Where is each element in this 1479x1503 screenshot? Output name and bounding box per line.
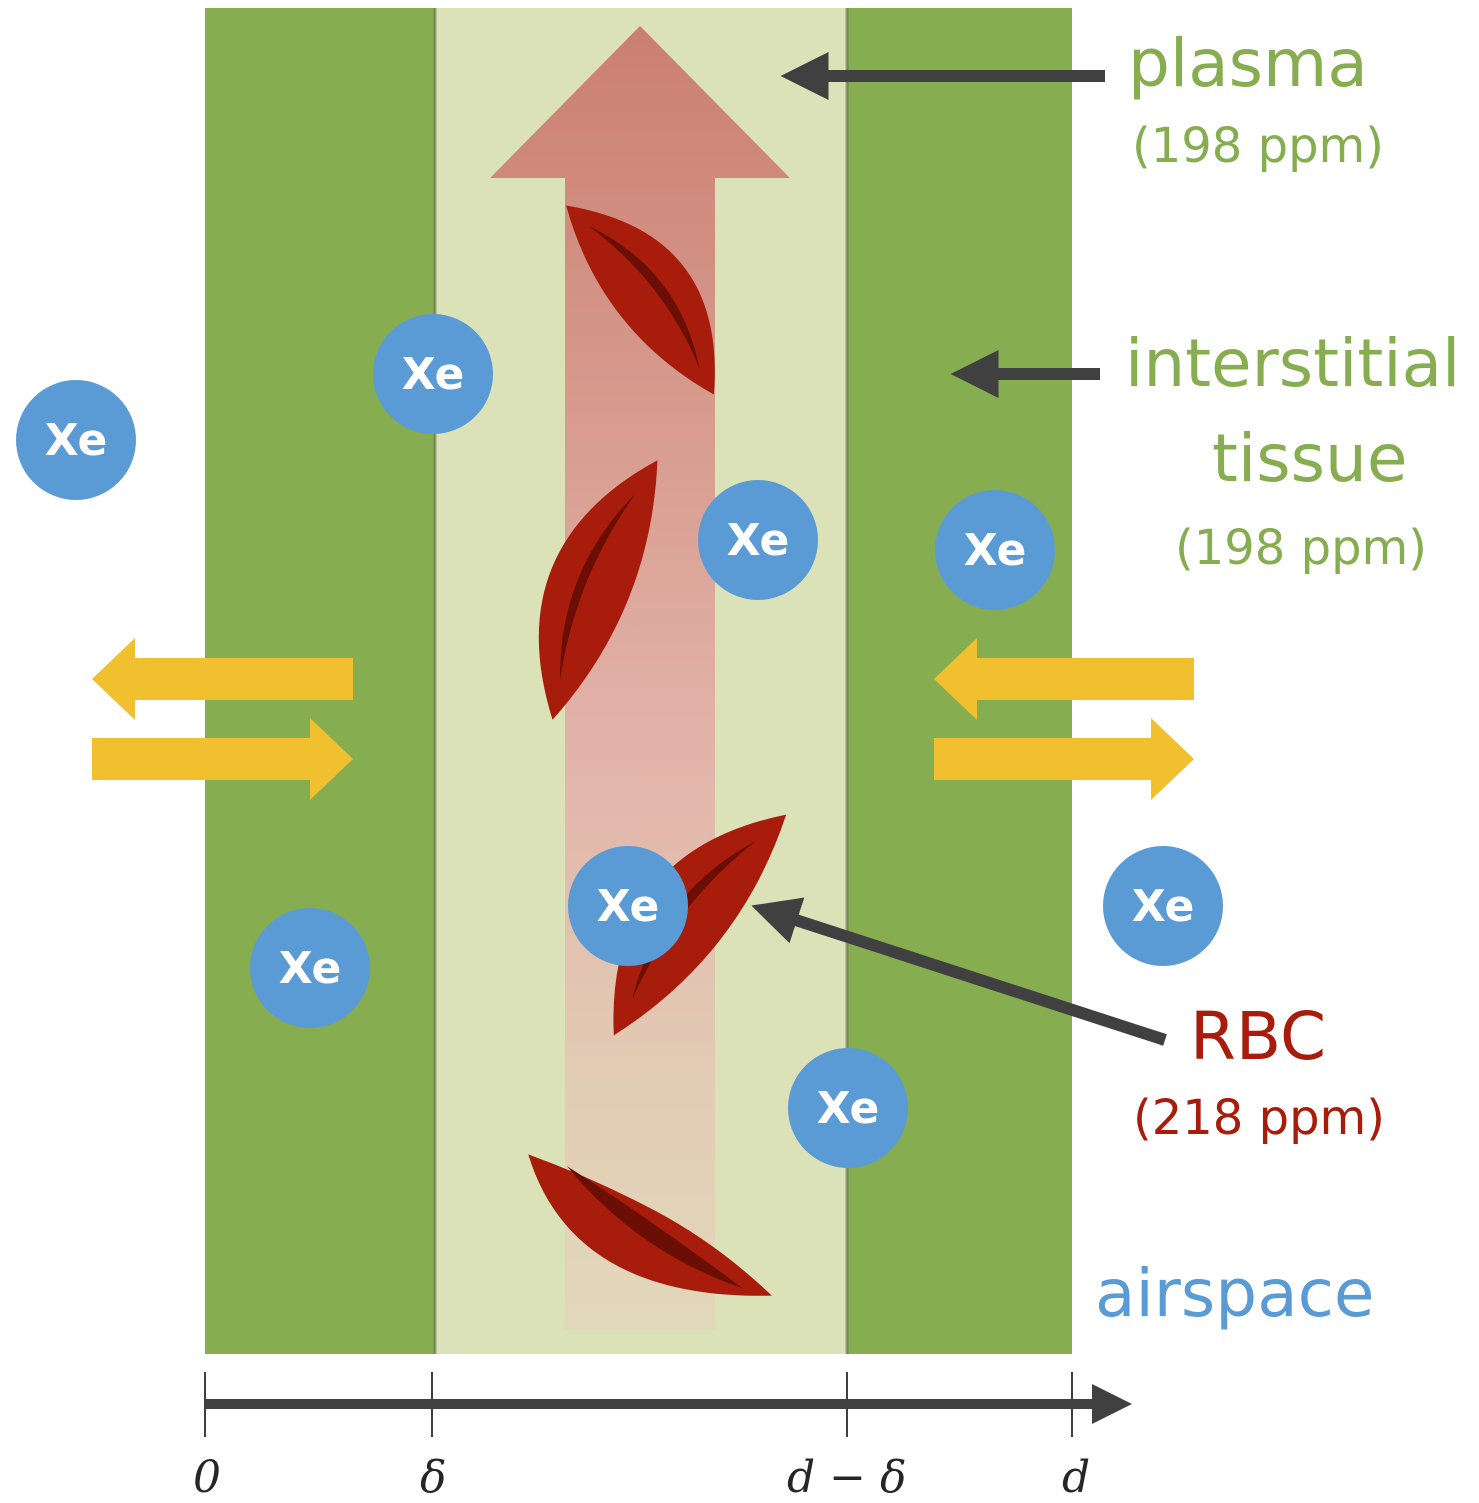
axis-tick-label-0: 0 [193,1452,221,1503]
xenon-atom: Xe [16,380,136,500]
exchange-arrow-right-outward [934,718,1194,800]
interstitial-label: interstitial [1125,325,1461,402]
exchange-arrow-left-inward [92,718,353,800]
axis-tick-label-d-minus-delta: d − δ [787,1452,907,1503]
rbc-pointer-arrow [751,897,1167,1046]
xenon-atom: Xe [373,314,493,434]
red-blood-cell-3 [613,814,787,1036]
xenon-atom: Xe [1103,846,1223,966]
xenon-atom: Xe [568,846,688,966]
airspace-label: airspace [1095,1255,1375,1332]
xenon-atom: Xe [698,480,818,600]
rbc-label: RBC [1190,998,1327,1075]
xenon-atom: Xe [788,1048,908,1168]
xenon-atom: Xe [250,908,370,1028]
exchange-arrow-left-outward [92,638,353,720]
blood-flow-arrow [490,26,790,1330]
plasma-ppm-label: (198 ppm) [1132,118,1385,174]
plasma-label: plasma [1128,25,1368,102]
tissue-label: tissue [1212,420,1408,497]
axis-tick-label-delta: δ [420,1452,447,1503]
interstitial-ppm-label: (198 ppm) [1175,520,1428,576]
axis-tick-label-d: d [1062,1452,1091,1503]
red-blood-cell-1 [566,205,715,395]
red-blood-cell-4 [528,1154,772,1296]
xenon-atom: Xe [935,490,1055,610]
exchange-arrow-right-inward [934,638,1194,720]
red-blood-cell-2 [538,460,658,720]
rbc-ppm-label: (218 ppm) [1133,1090,1386,1146]
